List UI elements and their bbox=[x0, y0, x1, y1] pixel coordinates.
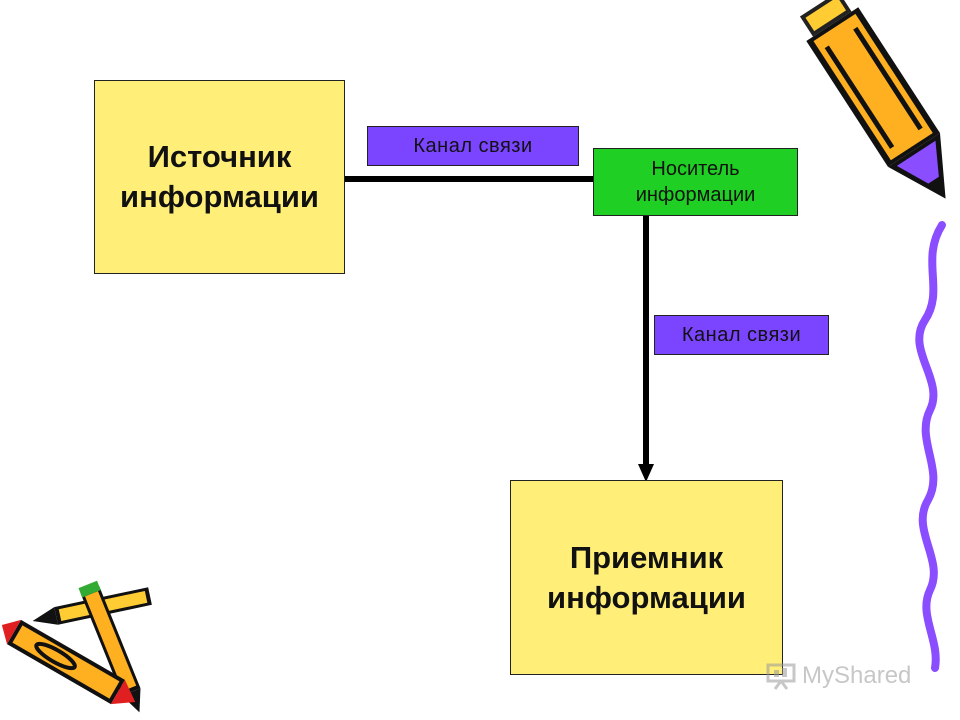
pencil-icon bbox=[799, 0, 946, 199]
presentation-icon bbox=[766, 663, 796, 690]
crayons-icon bbox=[1, 580, 152, 713]
arrowhead-icon bbox=[638, 464, 654, 482]
channel-label-top: Канал связи bbox=[367, 126, 579, 166]
source-label: Источник информации bbox=[120, 139, 319, 214]
receiver-box: Приемник информации bbox=[510, 480, 783, 675]
carrier-box: Носитель информации bbox=[593, 148, 798, 216]
watermark: MyShared bbox=[766, 656, 936, 696]
carrier-label: Носитель информации bbox=[635, 158, 756, 206]
channel-label-right: Канал связи bbox=[654, 315, 829, 355]
channel-top-text: Канал связи bbox=[413, 134, 533, 157]
channel-right-text: Канал связи bbox=[681, 323, 802, 346]
wavy-line bbox=[915, 221, 946, 672]
receiver-label: Приемник информации bbox=[547, 539, 746, 615]
watermark-text: MyShared bbox=[802, 662, 912, 689]
source-box: Источник информации bbox=[94, 80, 345, 274]
